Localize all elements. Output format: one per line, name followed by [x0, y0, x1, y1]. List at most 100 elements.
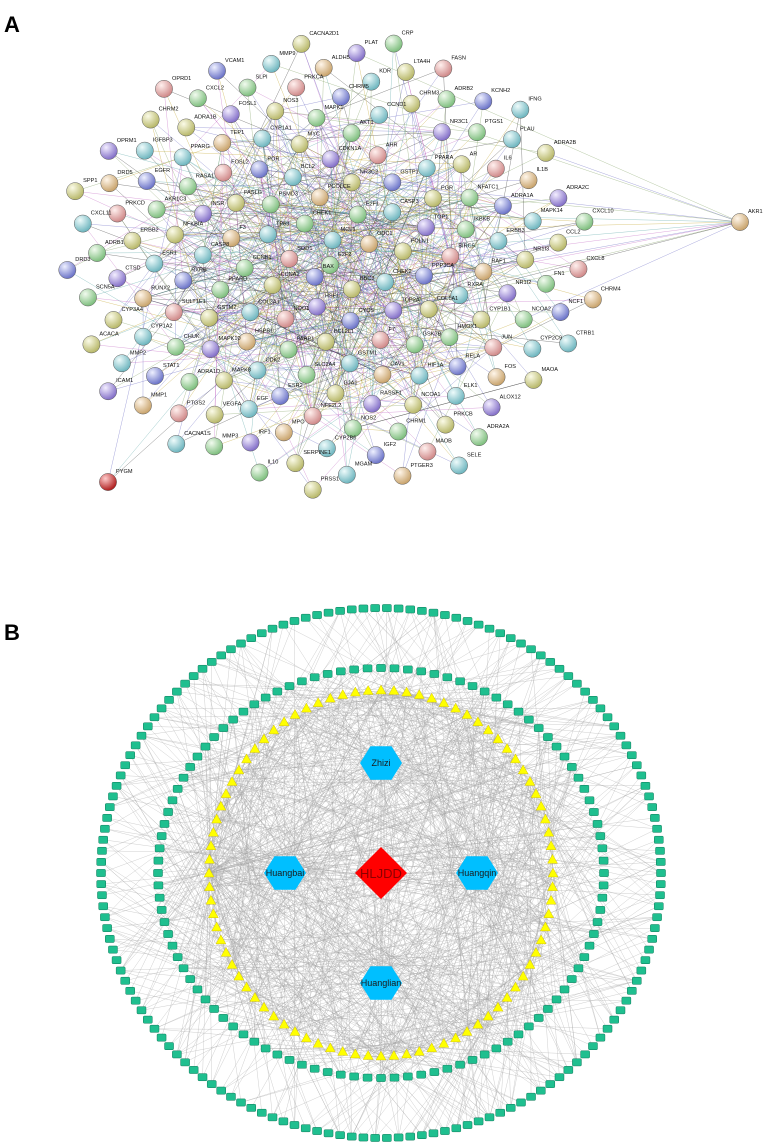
network-edge [522, 728, 539, 977]
network-edge [552, 872, 662, 887]
ppi-edge [423, 168, 497, 276]
ppi-edge [183, 164, 462, 281]
gene-label: ADRB2 [455, 86, 474, 92]
network-edge [455, 708, 585, 958]
network-edge [393, 872, 478, 1056]
gene-node [167, 435, 186, 453]
network-edge [535, 952, 632, 992]
gene-node [523, 212, 542, 231]
gene-node [173, 148, 192, 167]
target-node [429, 670, 440, 678]
gene-node [235, 259, 254, 277]
ppi-edge [481, 319, 534, 381]
network-edge [109, 691, 356, 808]
network-edge [240, 643, 296, 715]
network-edge [283, 721, 286, 874]
network-edge [380, 762, 468, 1032]
gene-label: ADRA1D [197, 369, 220, 375]
network-edge [355, 1053, 490, 1118]
ppi-edge [498, 240, 569, 344]
network-edge [185, 683, 546, 820]
network-edge [380, 748, 508, 764]
target-node [111, 782, 122, 790]
network-edge [208, 872, 594, 1047]
network-edge [208, 766, 572, 874]
target-node [172, 1050, 182, 1059]
network-edge [251, 637, 343, 695]
target-node [149, 1024, 160, 1033]
network-edge [277, 1043, 319, 1055]
target-node [524, 715, 534, 724]
target-node [589, 930, 599, 938]
gene-node [214, 163, 233, 182]
gene-node [290, 135, 309, 154]
target-node [278, 620, 289, 629]
network-edge [208, 685, 290, 874]
gene-label: CCL2 [566, 230, 580, 236]
network-edge [545, 766, 573, 820]
network-edge [284, 872, 382, 1057]
target-node [238, 1030, 249, 1039]
target-node [154, 844, 165, 853]
gene-node [376, 273, 394, 291]
target-node [580, 687, 590, 696]
gene-label: NCF1 [568, 299, 583, 305]
target-node [416, 1070, 426, 1079]
ppi-edge [210, 221, 741, 350]
gene-label: STAT1 [163, 363, 180, 369]
compound-node [543, 826, 555, 837]
gene-node [79, 288, 97, 307]
target-node [267, 1113, 278, 1122]
target-node [597, 893, 608, 902]
network-edge [141, 818, 546, 1011]
compound-node [301, 1032, 312, 1043]
target-node [178, 773, 189, 782]
compound-node [226, 959, 238, 969]
network-edge [216, 818, 478, 874]
target-node [323, 608, 334, 617]
ppi-edge [335, 319, 524, 394]
gene-label: DRD5 [117, 170, 132, 176]
network-edge [161, 872, 210, 1038]
ppi-edge [314, 114, 380, 278]
target-node [167, 796, 178, 805]
network-edge [284, 872, 531, 965]
network-edge [120, 775, 227, 953]
ppi-edge [189, 285, 273, 383]
network-edge [466, 1031, 501, 1113]
gene-node [321, 150, 340, 169]
compound-node [401, 1048, 412, 1059]
ppi-edge [246, 276, 315, 342]
gene-node [537, 274, 555, 293]
gene-node [82, 335, 101, 354]
ppi-edge [272, 285, 336, 394]
gene-node [241, 433, 260, 452]
gene-node [73, 214, 92, 233]
network-edge [522, 769, 661, 896]
network-edge [466, 714, 659, 907]
gene-node [441, 247, 460, 266]
gene-label: IRF1 [259, 430, 271, 436]
ppi-edge [283, 256, 451, 433]
compound-node [301, 702, 312, 713]
target-node [260, 693, 271, 702]
network-edge [116, 872, 210, 961]
compound-node [249, 992, 261, 1002]
target-node [462, 1121, 473, 1129]
network-edge [109, 714, 468, 808]
gene-node [165, 303, 183, 321]
compound-node [350, 1048, 361, 1059]
gene-label: AKR1C3 [165, 196, 187, 202]
ppi-edge [146, 180, 414, 406]
network-edge [208, 872, 284, 1122]
gene-label: MAPK8 [232, 367, 251, 373]
gene-label: PPARA [435, 155, 454, 161]
compound-node [350, 686, 361, 697]
gene-label: PTGER3 [410, 463, 432, 469]
gene-label: HSPB1 [255, 329, 273, 335]
target-node [429, 1068, 440, 1076]
target-node [573, 773, 584, 782]
network-edge [284, 872, 432, 1049]
network-edge [530, 649, 546, 820]
target-node [627, 751, 637, 760]
